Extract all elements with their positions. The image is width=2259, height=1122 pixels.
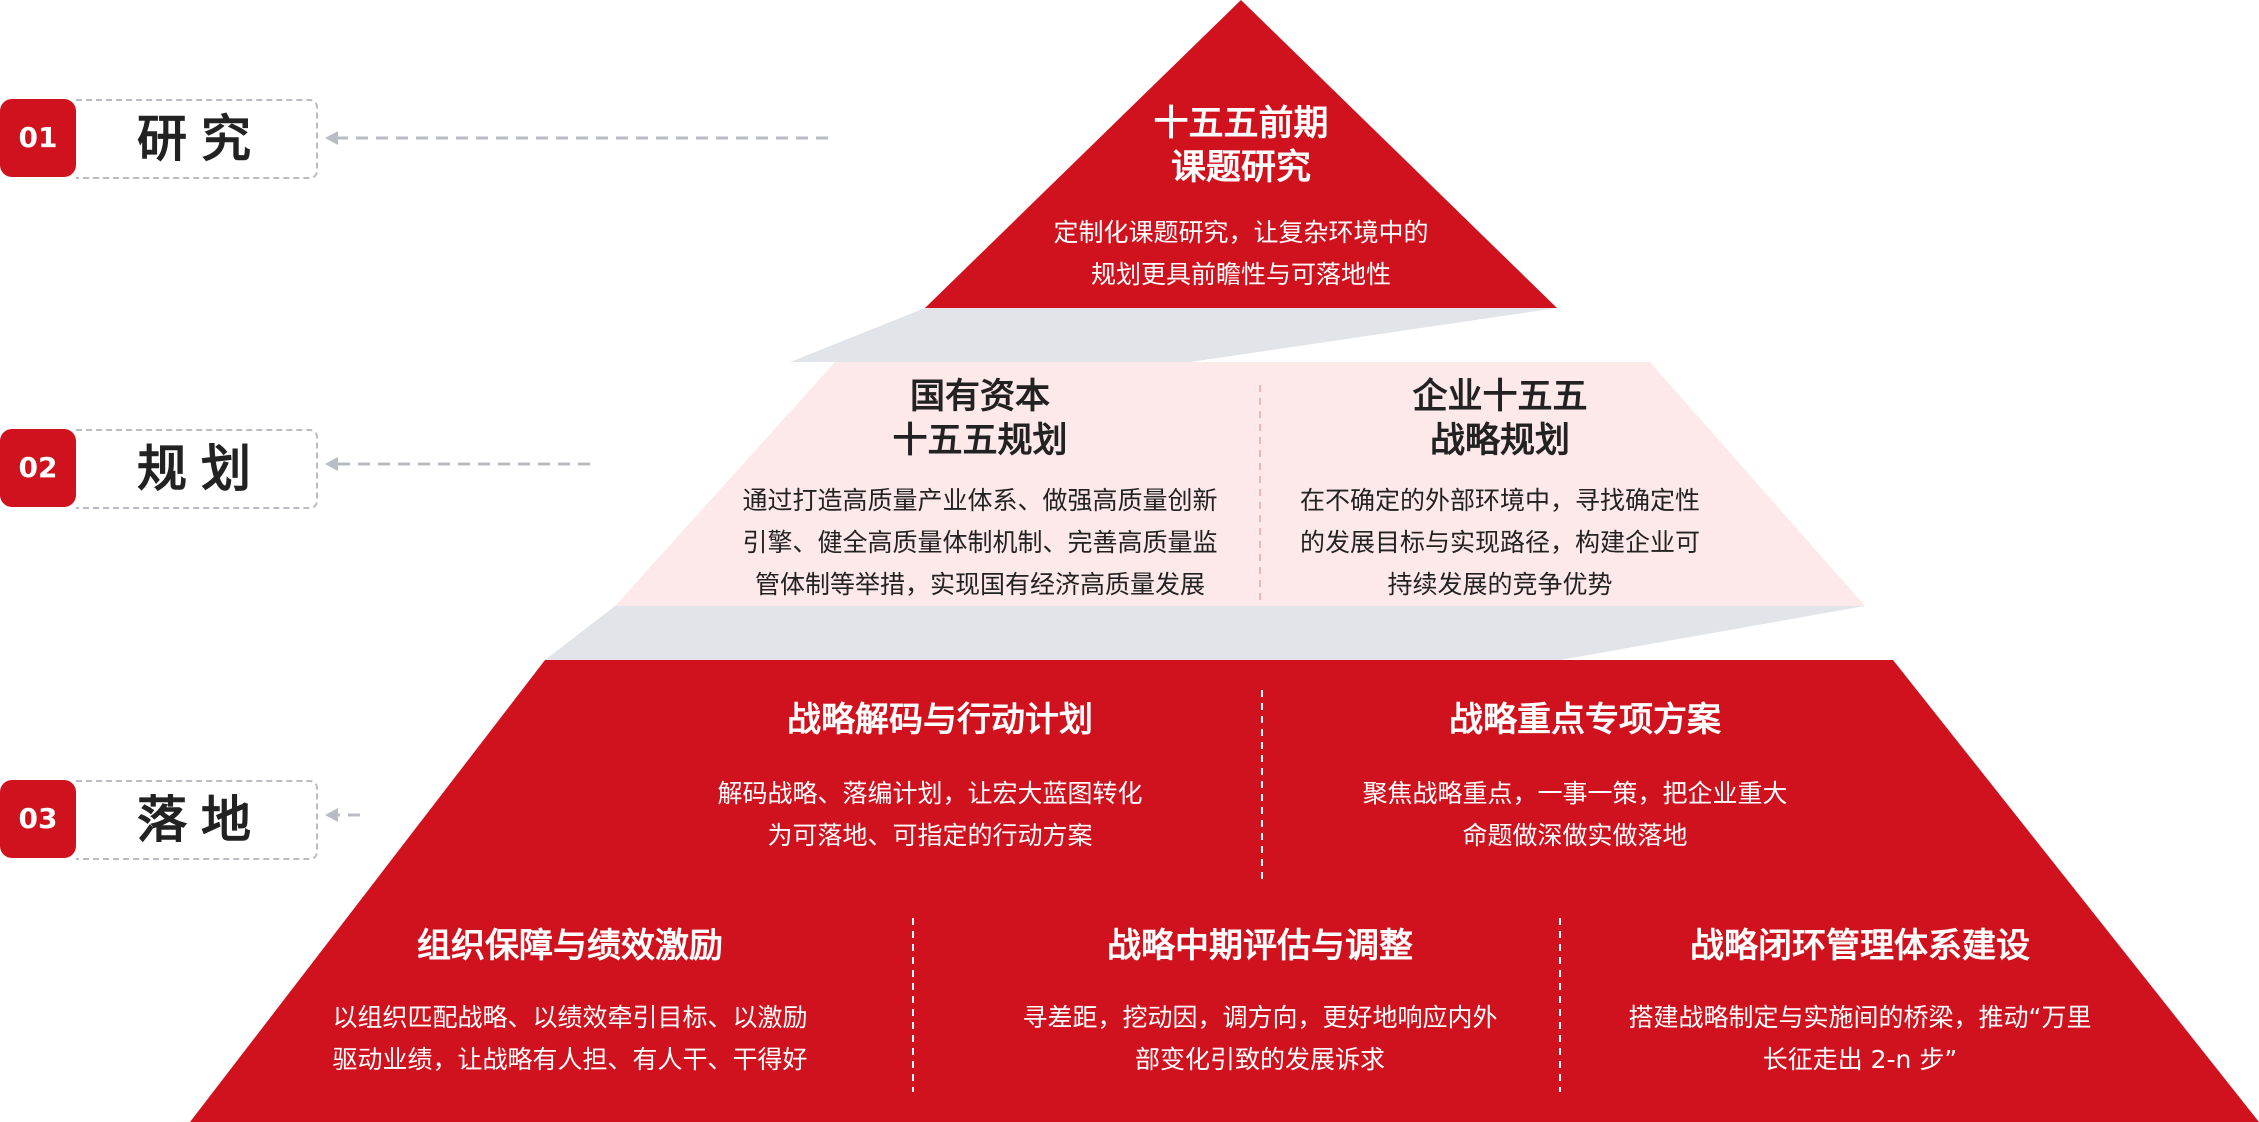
middle-right-title: 企业十五五 战略规划 (1412, 377, 1588, 461)
middle-tier-trapezoid (615, 362, 1865, 606)
level-label-box: 规划 (76, 429, 318, 509)
level-label: 落地 (137, 791, 265, 849)
bottom-upper-left-title: 战略解码与行动计划 (787, 700, 1093, 740)
top-tier-title: 十五五前期 课题研究 (1153, 104, 1329, 188)
arrowhead-03 (325, 808, 338, 822)
bottom-lower-right-description: 搭建战略制定与实施间的桥梁，推动“万里 长征走出 2-n 步” (1628, 1003, 2092, 1074)
connector-band-1 (790, 308, 1557, 362)
middle-left-title: 国有资本 十五五规划 (892, 377, 1068, 461)
level-label-box: 研究 (76, 99, 318, 179)
level-label: 规划 (137, 440, 265, 498)
level-number-badge: 03 (0, 780, 76, 858)
bottom-upper-left-description: 解码战略、落编计划，让宏大蓝图转化 为可落地、可指定的行动方案 (717, 779, 1143, 850)
level-number-badge: 02 (0, 429, 76, 507)
bottom-lower-left-title: 组织保障与绩效激励 (417, 926, 723, 966)
level-label-box: 落地 (76, 780, 318, 860)
top-tier-description: 定制化课题研究，让复杂环境中的 规划更具前瞻性与可落地性 (1053, 218, 1429, 289)
top-tier-triangle (925, 0, 1557, 308)
bottom-lower-left-description: 以组织匹配战略、以绩效牵引目标、以激励 驱动业绩，让战略有人担、有人干、干得好 (332, 1003, 808, 1074)
level-label: 研究 (137, 110, 265, 168)
arrowhead-01 (325, 131, 338, 145)
bottom-lower-right-title: 战略闭环管理体系建设 (1690, 926, 2030, 966)
level-number-badge: 01 (0, 99, 76, 177)
middle-left-description: 通过打造高质量产业体系、做强高质量创新 引擎、健全高质量体制机制、完善高质量监 … (742, 486, 1218, 599)
arrowhead-02 (325, 457, 338, 471)
connector-band-2 (545, 606, 1865, 660)
bottom-tier-trapezoid (190, 660, 2259, 1122)
bottom-lower-mid-description: 寻差距，挖动因，调方向，更好地响应内外 部变化引致的发展诉求 (1022, 1003, 1498, 1074)
bottom-upper-right-title: 战略重点专项方案 (1449, 700, 1721, 740)
bottom-upper-right-description: 聚焦战略重点，一事一策，把企业重大 命题做深做实做落地 (1362, 779, 1788, 850)
bottom-lower-mid-title: 战略中期评估与调整 (1107, 926, 1413, 966)
middle-right-description: 在不确定的外部环境中，寻找确定性 的发展目标与实现路径，构建企业可 持续发展的竞… (1299, 486, 1700, 599)
